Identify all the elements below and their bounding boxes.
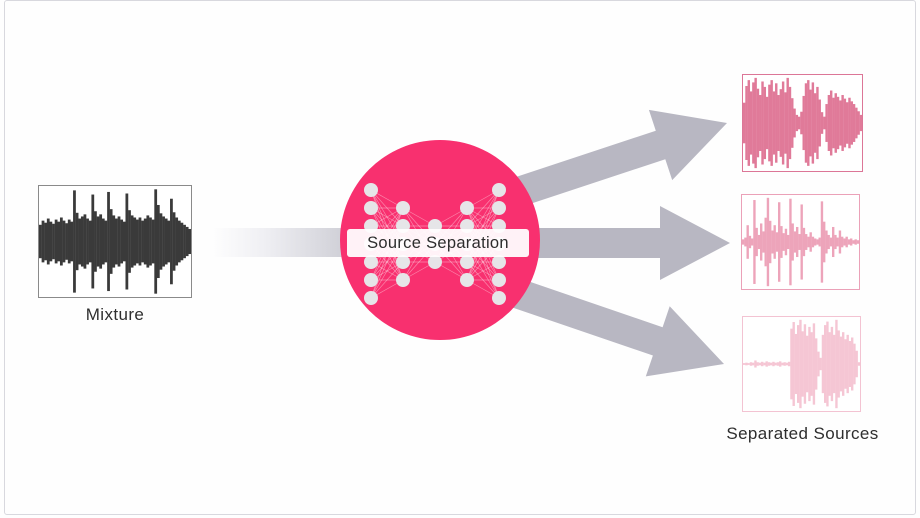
separated-source-1-waveform-icon: [743, 77, 862, 169]
arrow-middle: [465, 206, 730, 280]
source-separation-label: Source Separation: [347, 229, 529, 257]
separated-source-2-waveform-icon: [742, 197, 859, 287]
separated-source-2-box: [741, 194, 860, 290]
mixture-waveform-box: [38, 185, 192, 298]
separated-source-3-waveform-icon: [743, 319, 860, 409]
input-flow-band: [212, 228, 364, 257]
separated-source-3-box: [742, 316, 861, 412]
separated-sources-label: Separated Sources: [726, 424, 879, 443]
mixture-waveform-icon: [39, 189, 191, 294]
separated-source-1-box: [742, 74, 863, 172]
mixture-label: Mixture: [85, 305, 145, 324]
